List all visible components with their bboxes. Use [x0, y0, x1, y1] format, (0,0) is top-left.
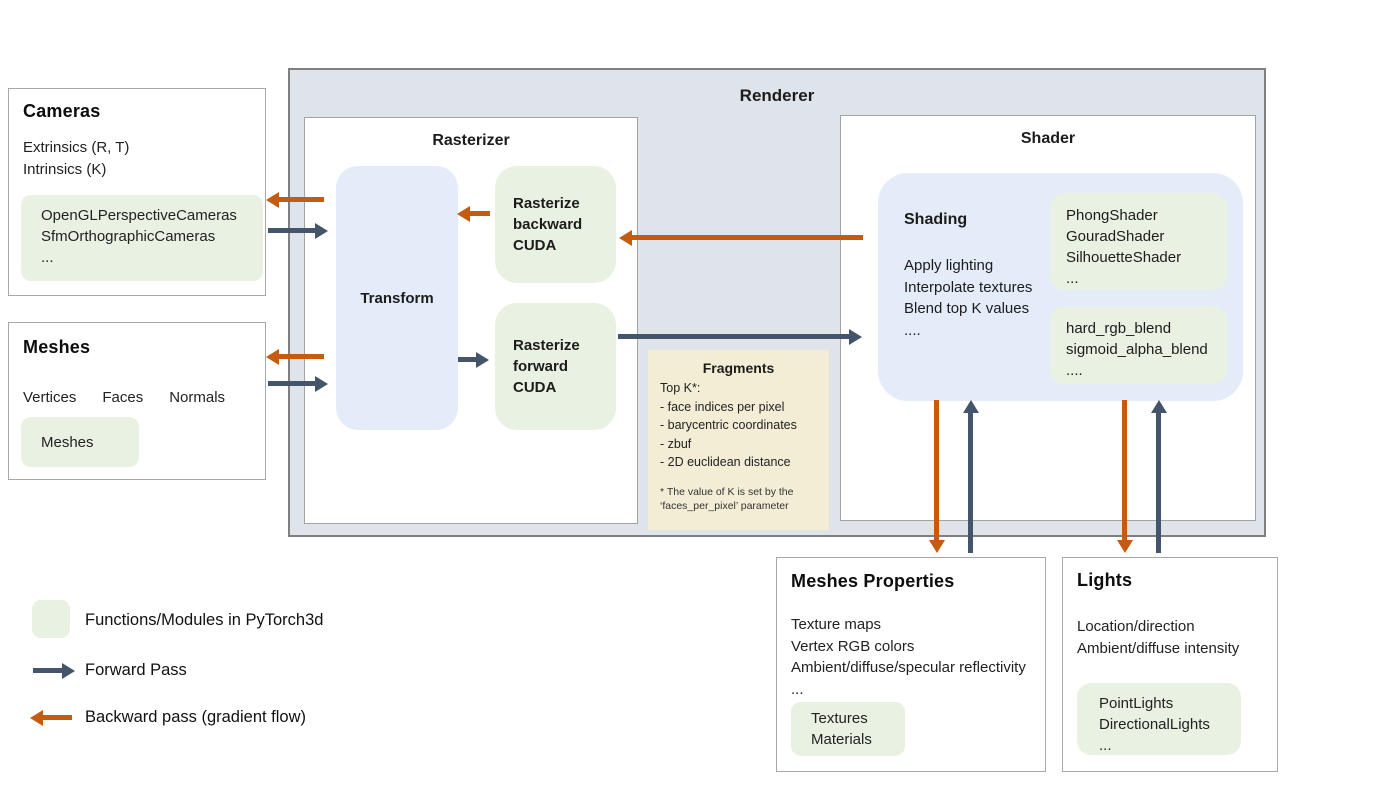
- lights-box: Lights Location/direction Ambient/diffus…: [1062, 557, 1278, 772]
- fragments-footnote: * The value of K is set by the ‘faces_pe…: [660, 485, 794, 513]
- meshes-box: Meshes Vertices Faces Normals Meshes: [8, 322, 266, 480]
- text-line: ...: [1099, 737, 1112, 754]
- legend-backward-label: Backward pass (gradient flow): [85, 708, 307, 726]
- text-line: Intrinsics (K): [23, 161, 107, 178]
- text-line: Top K*:: [660, 381, 701, 395]
- text-line: SfmOrthographicCameras: [41, 228, 216, 245]
- text-line: Extrinsics (R, T): [23, 139, 130, 156]
- rasterize-forward-box: Rasterize forward CUDA: [495, 303, 616, 430]
- text-line: - barycentric coordinates: [660, 418, 797, 432]
- text-line: hard_rgb_blend: [1066, 320, 1172, 337]
- text-line: Ambient/diffuse intensity: [1077, 640, 1240, 657]
- backward-arrow-meshes: [266, 348, 324, 365]
- lights-module: PointLights DirectionalLights ...: [1077, 683, 1241, 755]
- meshes-properties-box: Meshes Properties Texture maps Vertex RG…: [776, 557, 1046, 772]
- backward-arrow-transform: [457, 205, 490, 222]
- backward-arrow-cameras: [266, 191, 324, 208]
- rasterize-forward-label: Rasterize forward CUDA: [513, 337, 580, 396]
- text-line: Texture maps: [791, 616, 882, 633]
- shading-box: Shading Apply lighting Interpolate textu…: [878, 173, 1243, 401]
- lights-title: Lights: [1077, 570, 1133, 590]
- text-line: PhongShader: [1066, 207, 1158, 224]
- text-line: OpenGLPerspectiveCameras: [41, 207, 237, 224]
- text-line: DirectionalLights: [1099, 716, 1210, 733]
- forward-arrow-meshes: [268, 375, 328, 392]
- text-line: ...: [1066, 270, 1079, 287]
- text-line: - zbuf: [660, 436, 692, 451]
- text-line: SilhouetteShader: [1066, 249, 1182, 266]
- text-line: Location/direction: [1077, 618, 1195, 635]
- shader-box: Shader Shading Apply lighting Interpolat…: [840, 115, 1256, 521]
- meshes-properties-title: Meshes Properties: [791, 571, 955, 591]
- transform-box: Transform: [336, 166, 458, 430]
- text-line: - face indices per pixel: [660, 399, 785, 414]
- textures-materials-module: Textures Materials: [791, 702, 905, 756]
- forward-arrow-cameras: [268, 222, 328, 239]
- text-line: ....: [1066, 362, 1083, 379]
- legend-forward-label: Forward Pass: [85, 661, 187, 679]
- text-line: Faces: [102, 389, 144, 406]
- text-line: Ambient/diffuse/specular reflectivity: [791, 659, 1026, 676]
- lights-attributes: Location/direction Ambient/diffuse inten…: [1077, 616, 1239, 660]
- cameras-box: Cameras Extrinsics (R, T) Intrinsics (K)…: [8, 88, 266, 296]
- legend-backward-arrow-icon: [30, 709, 72, 726]
- shading-description: Apply lighting Interpolate textures Blen…: [904, 255, 1032, 341]
- meshes-properties-attributes: Texture maps Vertex RGB colors Ambient/d…: [791, 614, 1026, 700]
- rasterize-backward-box: Rasterize backward CUDA: [495, 166, 616, 283]
- text-line: - 2D euclidean distance: [660, 455, 791, 469]
- cameras-attributes: Extrinsics (R, T) Intrinsics (K): [23, 137, 129, 181]
- text-line: ...: [41, 249, 54, 266]
- rasterize-backward-label: Rasterize backward CUDA: [513, 195, 583, 254]
- transform-label: Transform: [360, 289, 434, 307]
- shader-classes-module: PhongShader GouradShader SilhouetteShade…: [1050, 193, 1227, 290]
- forward-arrow-rasterizer-to-shader: [618, 328, 862, 345]
- text-line: Apply lighting: [904, 257, 994, 274]
- fragments-box: Fragments Top K*: - face indices per pix…: [648, 350, 829, 530]
- forward-arrow-transform: [458, 351, 489, 368]
- cameras-module: OpenGLPerspectiveCameras SfmOrthographic…: [21, 195, 263, 281]
- meshes-attributes: Vertices Faces Normals: [23, 387, 225, 409]
- text-line: Normals: [169, 389, 226, 406]
- backward-arrow-shader-to-lights: [1116, 400, 1133, 553]
- shading-title: Shading: [904, 211, 968, 228]
- cameras-title: Cameras: [23, 101, 101, 121]
- shader-title: Shader: [1020, 130, 1076, 147]
- rasterizer-box: Rasterizer Transform Rasterize backward …: [304, 117, 638, 524]
- backward-arrow-shader-to-meshes-properties: [928, 400, 945, 553]
- rasterizer-title: Rasterizer: [432, 132, 510, 149]
- text-line: PointLights: [1099, 695, 1174, 712]
- text-line: Blend top K values: [904, 300, 1030, 317]
- renderer-title: Renderer: [739, 86, 815, 105]
- text-line: Vertex RGB colors: [791, 637, 915, 655]
- legend-module-label: Functions/Modules in PyTorch3d: [85, 611, 324, 629]
- forward-arrow-lights-to-shader: [1150, 400, 1167, 553]
- backward-arrow-shader-to-rasterizer: [619, 229, 863, 246]
- meshes-title: Meshes: [23, 337, 91, 357]
- text-line: Materials: [811, 731, 872, 748]
- blend-functions-module: hard_rgb_blend sigmoid_alpha_blend ....: [1050, 306, 1227, 384]
- text-line: GouradShader: [1066, 228, 1165, 245]
- text-line: Textures: [811, 710, 868, 727]
- fragments-title: Fragments: [702, 360, 775, 376]
- fragments-list: Top K*: - face indices per pixel - baryc…: [660, 379, 817, 472]
- legend-module-swatch: [32, 600, 70, 638]
- text-line: ....: [904, 321, 921, 339]
- text-line: ...: [791, 680, 804, 698]
- legend-forward-arrow-icon: [33, 662, 75, 679]
- forward-arrow-meshes-properties-to-shader: [962, 400, 979, 553]
- renderer-box: Renderer Rasterizer Transform Rasterize …: [288, 68, 1266, 537]
- meshes-module: Meshes: [21, 417, 139, 467]
- text-line: Interpolate textures: [904, 278, 1033, 296]
- text-line: Meshes: [41, 433, 94, 451]
- text-line: Vertices: [23, 389, 77, 406]
- text-line: sigmoid_alpha_blend: [1066, 341, 1208, 358]
